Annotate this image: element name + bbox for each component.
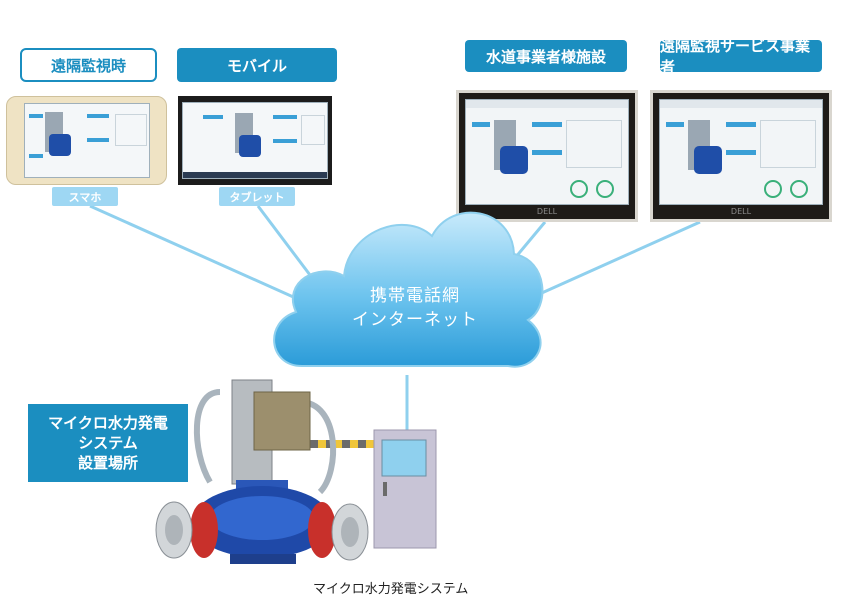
cloud-line-1: 携帯電話網	[370, 286, 460, 306]
smartphone-screen	[24, 103, 150, 178]
tag-smartphone: スマホ	[52, 187, 118, 206]
cloud-label: 携帯電話網 インターネット	[300, 284, 530, 332]
label-water-operator-text: 水道事業者様施設	[485, 47, 606, 66]
label-remote-monitoring: 遠隔監視時	[20, 48, 157, 82]
hydro-turbine-illustration	[155, 379, 437, 564]
cloud-line-2: インターネット	[352, 310, 478, 330]
monitor-remote-service-brand: DELL	[730, 207, 752, 216]
site-line-3: 設置場所	[77, 454, 138, 472]
cloud-icon	[273, 211, 544, 368]
label-remote-service: 遠隔監視サービス事業者	[660, 37, 822, 76]
label-mobile: モバイル	[177, 48, 337, 82]
label-mobile-text: モバイル	[226, 56, 287, 75]
label-water-operator: 水道事業者様施設	[465, 40, 627, 72]
site-line-1: マイクロ水力発電	[48, 414, 168, 432]
tag-tablet: タブレット	[219, 187, 295, 206]
smartphone-device	[6, 96, 167, 185]
label-remote-service-text: 遠隔監視サービス事業者	[660, 37, 811, 76]
monitor-remote-service: DELL	[650, 90, 832, 222]
line-remote-service	[514, 220, 701, 307]
monitor-remote-service-screen	[659, 99, 823, 205]
monitor-water-operator-brand: DELL	[536, 207, 558, 216]
equipment-caption: マイクロ水力発電システム	[313, 582, 469, 597]
monitor-water-operator: DELL	[456, 90, 638, 222]
tag-tablet-text: タブレット	[229, 190, 285, 204]
line-tablet	[256, 205, 312, 276]
monitor-water-operator-screen	[465, 99, 629, 205]
site-line-2: システム	[78, 434, 138, 452]
line-smartphone	[89, 204, 301, 302]
label-remote-monitoring-text: 遠隔監視時	[50, 56, 126, 75]
tablet-screen	[182, 102, 328, 179]
site-label: マイクロ水力発電 システム 設置場所	[28, 404, 188, 482]
tag-smartphone-text: スマホ	[68, 190, 102, 204]
tablet-device	[178, 96, 332, 185]
